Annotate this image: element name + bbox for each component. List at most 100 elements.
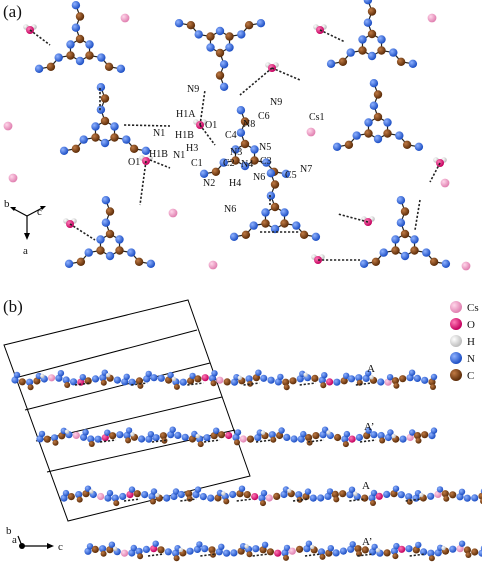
atom-n	[100, 138, 110, 148]
atom-n	[358, 35, 367, 44]
atom-c	[84, 377, 92, 385]
atom-n	[101, 218, 111, 227]
atom-c	[33, 377, 41, 385]
atom-c	[429, 257, 439, 266]
atom-h	[105, 373, 111, 378]
atom-n	[87, 435, 95, 443]
atom-label-n7: N7	[300, 164, 312, 175]
atom-n	[105, 251, 115, 261]
hydrogen-bond	[255, 439, 273, 443]
panel-a-atom-labels: N9 H1A O1 N1 H1B H3 N3 N5 C4 N8 C6 N9 Cs…	[128, 84, 325, 215]
atom-c	[396, 57, 406, 66]
atom-n	[278, 427, 285, 434]
hydrogen-bond	[139, 160, 147, 206]
atom-n	[250, 145, 259, 154]
atom-c	[240, 117, 250, 126]
atom-c	[113, 500, 120, 507]
legend-swatch-cs	[450, 301, 462, 313]
atom-c	[100, 116, 110, 126]
atom-n	[236, 128, 246, 137]
atom-c	[105, 229, 115, 239]
atom-n	[104, 429, 111, 436]
atom-c	[463, 546, 471, 554]
atom-c	[100, 94, 110, 103]
atom-c	[443, 495, 450, 502]
atom-c	[379, 437, 386, 444]
hydrogen-bond	[429, 162, 441, 183]
atom-c	[129, 144, 139, 153]
atom-n	[59, 146, 69, 155]
atom-n	[189, 372, 196, 380]
atom-c	[250, 156, 259, 165]
atom-label-n9-right: N9	[270, 97, 282, 108]
atom-label-n8: N8	[243, 119, 255, 130]
atom-c	[109, 432, 117, 440]
atom-n	[225, 43, 234, 52]
atom-n	[387, 429, 394, 436]
atom-cs	[384, 378, 392, 386]
atom-c	[197, 441, 204, 448]
atom-n	[172, 488, 180, 495]
axis-label-a-b: a	[12, 534, 17, 546]
atom-h	[64, 429, 70, 434]
layer-label-2: A’	[364, 421, 374, 433]
atom-label-h1b-left: H1B	[149, 149, 168, 160]
atom-n	[240, 161, 250, 171]
atom-n	[75, 56, 85, 66]
atom-n	[363, 18, 373, 27]
atom-label-n3: N3	[230, 147, 242, 158]
atom-c	[441, 490, 449, 498]
atom-c	[325, 549, 333, 557]
hydrogen-bond	[199, 124, 216, 146]
atom-c	[373, 112, 383, 122]
atom-cs	[97, 492, 105, 501]
atom-cs	[239, 435, 247, 443]
atom-n	[305, 540, 313, 547]
unit-cell-outline	[3, 299, 251, 522]
atom-c	[210, 432, 218, 440]
layer-label-4: A’	[362, 536, 372, 548]
atom-n	[347, 545, 355, 553]
atom-c	[344, 140, 354, 149]
atom-n	[146, 259, 156, 268]
atom-n	[414, 142, 424, 151]
atom-n	[115, 235, 124, 244]
atom-n	[249, 221, 258, 230]
atom-n	[167, 371, 174, 379]
atom-c	[391, 377, 399, 385]
atom-cs	[48, 374, 56, 382]
atom-n	[231, 145, 240, 154]
atom-n	[319, 431, 327, 439]
hydrogen-bond	[337, 213, 369, 223]
atom-n	[355, 433, 363, 442]
atom-c	[428, 555, 435, 562]
atom-n	[245, 375, 253, 383]
atom-n	[396, 196, 406, 205]
atom-n	[303, 545, 311, 553]
atom-h	[260, 430, 266, 435]
legend-swatch-c	[450, 369, 462, 381]
atom-c	[331, 490, 339, 498]
atom-n	[349, 541, 356, 548]
atom-n	[341, 435, 349, 443]
atom-n	[260, 374, 268, 382]
atom-h	[130, 432, 135, 437]
panel-a-tag: (a)	[3, 2, 22, 21]
atom-c	[339, 490, 347, 498]
atom-n	[13, 371, 21, 379]
atom-c	[270, 436, 277, 443]
atom-c	[188, 435, 196, 443]
atom-n	[400, 251, 410, 261]
legend-swatch-h	[450, 335, 462, 347]
atom-n	[410, 235, 419, 244]
atom-n	[260, 489, 268, 497]
atom-n	[277, 373, 284, 381]
atom-n	[456, 493, 464, 501]
atom-label-c4: C4	[225, 130, 237, 141]
atom-c	[333, 496, 340, 503]
atom-n	[108, 541, 116, 548]
atom-n	[369, 79, 379, 88]
atom-n	[116, 64, 126, 74]
atom-n	[317, 494, 325, 502]
atom-n	[267, 376, 275, 384]
